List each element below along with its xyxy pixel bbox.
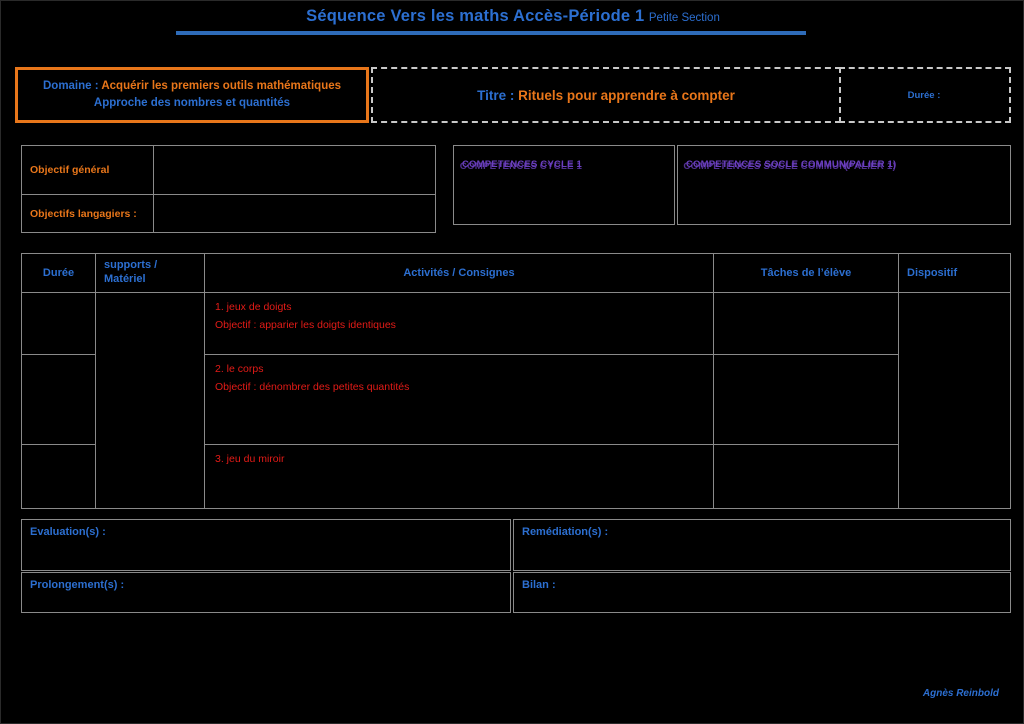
row-divider-header [22, 292, 1010, 293]
header-supports-line-2: Matériel [104, 273, 146, 285]
objectifs-table: Objectif général Objectifs langagiers : [21, 145, 436, 233]
row-divider-2-duree [22, 444, 95, 445]
col-divider-activites [713, 254, 714, 508]
duree-box[interactable]: Durée : [839, 67, 1011, 123]
sequence-table: Durée supports / Matériel Activités / Co… [21, 253, 1011, 509]
activite-objectif: Objectif : apparier les doigts identique… [215, 318, 396, 331]
domaine-label: Domaine : [42, 80, 102, 93]
objectif-general-row: Objectif général [22, 146, 435, 194]
competences-socle-palier-text: (PALIER 1) [845, 159, 897, 170]
col-divider-duree [95, 254, 96, 508]
objectifs-langagiers-row: Objectifs langagiers : [22, 194, 435, 232]
row-divider-2-main [205, 444, 898, 445]
table-row[interactable]: 3. jeu du miroir [205, 445, 713, 508]
header-supports: supports / Matériel [96, 254, 204, 292]
header-activites: Activités / Consignes [403, 267, 515, 279]
competences-socle-title-text: COMPETENCES SOCLE COMMUN [686, 159, 846, 170]
competences-socle-palier-ghost: (PALIER 1) [844, 161, 896, 172]
activite-titre: 3. jeu du miroir [215, 453, 285, 465]
header-duree: Durée [42, 267, 75, 279]
objectif-general-field[interactable] [154, 146, 435, 194]
author-signature: Agnès Reinbold [922, 688, 999, 699]
duree-label: Durée : [907, 89, 941, 101]
prolongement-box[interactable]: Prolongement(s) : [21, 572, 511, 613]
titre-label: Titre : [477, 87, 519, 103]
remediation-box[interactable]: Remédiation(s) : [513, 519, 1011, 571]
domaine-value: Acquérir les premiers outils mathématiqu… [101, 80, 342, 93]
competences-socle-title: COMPETENCES SOCLE COMMUN COMPETENCES SOC… [683, 159, 847, 172]
evaluation-box[interactable]: Evaluation(s) : [21, 519, 511, 571]
competences-socle-box[interactable]: COMPETENCES SOCLE COMMUN COMPETENCES SOC… [677, 145, 1011, 225]
header-underline-rule [176, 31, 806, 35]
objectif-general-label: Objectif général [22, 146, 154, 194]
col-divider-taches [898, 254, 899, 508]
page-subtitle: Petite Section [648, 12, 720, 24]
domaine-subtitle: Approche des nombres et quantités [93, 97, 291, 109]
objectifs-langagiers-label: Objectifs langagiers : [22, 195, 154, 232]
domaine-box[interactable]: Domaine : Acquérir les premiers outils m… [15, 67, 369, 123]
page-title: Séquence Vers les maths Accès-Période 1 [306, 7, 645, 25]
objectifs-langagiers-field[interactable] [154, 195, 435, 232]
activite-titre: 2. le corps [215, 363, 264, 375]
competences-socle-title-ghost: COMPETENCES SOCLE COMMUN [683, 161, 847, 172]
bottom-section: Evaluation(s) : Remédiation(s) : Prolong… [21, 519, 1011, 613]
activite-titre: 1. jeux de doigts [215, 301, 292, 313]
competences-cycle-title-text: COMPETENCES CYCLE 1 [462, 159, 582, 170]
col-divider-supports [204, 254, 205, 508]
competences-socle-palier: (PALIER 1) (PALIER 1) [844, 159, 897, 172]
competences-cycle-title: COMPETENCES CYCLE 1 COMPETENCES CYCLE 1 [459, 159, 583, 172]
titre-value: Rituels pour apprendre à compter [518, 87, 735, 103]
header-taches: Tâches de l’élève [760, 267, 852, 279]
titre-box[interactable]: Titre : Rituels pour apprendre à compter [371, 67, 841, 123]
table-row[interactable]: 1. jeux de doigts Objectif : apparier le… [205, 293, 713, 354]
domaine-line-1: Domaine : Acquérir les premiers outils m… [43, 78, 341, 95]
activite-objectif: Objectif : dénombrer des petites quantit… [215, 380, 410, 393]
header-band: Domaine : Acquérir les premiers outils m… [15, 67, 1011, 123]
row-divider-1-main [205, 354, 898, 355]
table-header-row: Durée supports / Matériel Activités / Co… [22, 254, 1010, 292]
competences-cycle-box[interactable]: COMPETENCES CYCLE 1 COMPETENCES CYCLE 1 [453, 145, 675, 225]
titre-line: Titre : Rituels pour apprendre à compter [477, 88, 735, 103]
table-row[interactable]: 2. le corps Objectif : dénombrer des pet… [205, 355, 713, 444]
page-header: Séquence Vers les maths Accès-Période 1 … [1, 7, 1024, 35]
bilan-box[interactable]: Bilan : [513, 572, 1011, 613]
header-supports-line-1: supports / [104, 259, 158, 272]
competences-cycle-title-ghost: COMPETENCES CYCLE 1 [459, 161, 583, 172]
row-divider-1-duree [22, 354, 95, 355]
header-dispositif: Dispositif [907, 267, 958, 279]
competences-group: COMPETENCES CYCLE 1 COMPETENCES CYCLE 1 … [453, 145, 1011, 225]
